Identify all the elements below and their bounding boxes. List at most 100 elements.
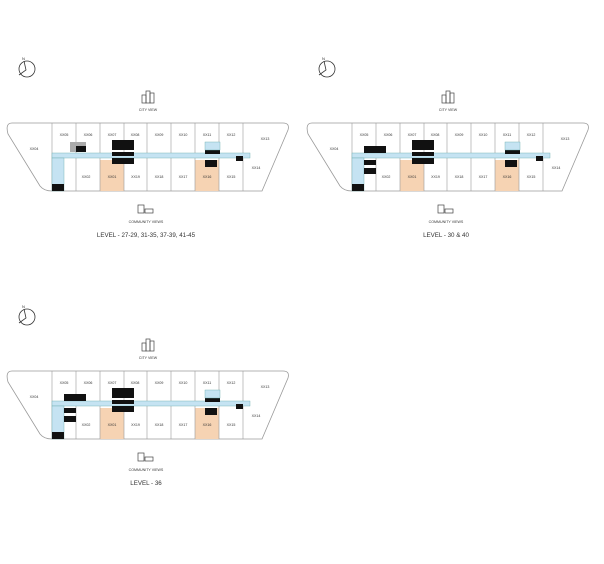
unit-label: XX02 [82, 423, 91, 427]
community-view-icon [437, 204, 454, 214]
elevator-core [505, 150, 520, 154]
unit-label: XX14 [252, 414, 261, 418]
unit-label: XX02 [82, 175, 91, 179]
unit-label: XX12 [527, 133, 536, 137]
city-view-icon [141, 90, 155, 104]
unit-label: XX04 [30, 395, 39, 399]
elevator-core [505, 160, 517, 167]
unit-label: XX13 [561, 137, 570, 141]
elevator-core [112, 388, 134, 398]
community-view-label: COMMUNITY VIEWS [129, 220, 164, 224]
elevator-core [205, 150, 220, 154]
unit-label: XX19 [431, 175, 440, 179]
compass-needle-icon [318, 60, 327, 76]
unit-label: XX14 [252, 166, 261, 170]
elevator-core [64, 408, 76, 413]
elevator-core [412, 140, 434, 150]
city-view-label: CITY VIEW [139, 108, 158, 112]
unit-label: XX13 [261, 385, 270, 389]
unit-label: XX08 [131, 381, 140, 385]
unit-label: XX17 [179, 175, 188, 179]
elevator-core [76, 146, 86, 152]
unit-label: XX12 [227, 381, 236, 385]
elevator-core [112, 400, 134, 404]
compass-icon [18, 308, 36, 326]
community-view-icon [137, 452, 154, 462]
unit-label: XX18 [455, 175, 464, 179]
unit-label: XX06 [384, 133, 393, 137]
unit-label: XX13 [261, 137, 270, 141]
unit-label: XX07 [108, 133, 117, 137]
unit-label: XX18 [155, 423, 164, 427]
unit-label: XX08 [131, 133, 140, 137]
unit-label: XX07 [408, 133, 417, 137]
unit-label: XX05 [60, 133, 69, 137]
city-view-icon [141, 338, 155, 352]
unit-label: XX08 [431, 133, 440, 137]
compass-north-label: N [22, 304, 25, 309]
community-view-label: COMMUNITY VIEWS [129, 468, 164, 472]
community-view-label: COMMUNITY VIEWS [429, 220, 464, 224]
elevator-core [112, 152, 134, 156]
unit-label: XX01 [408, 175, 417, 179]
elevator-core [205, 408, 217, 415]
unit-label: XX06 [84, 133, 93, 137]
unit-label: XX12 [227, 133, 236, 137]
elevator-core [112, 140, 134, 150]
unit-label: XX17 [179, 423, 188, 427]
elevator-core [236, 404, 243, 409]
highlighted-unit [400, 160, 424, 191]
elevator-core [52, 184, 64, 191]
city-view-label: CITY VIEW [139, 356, 158, 360]
unit-label: XX02 [382, 175, 391, 179]
unit-label: XX07 [108, 381, 117, 385]
elevator-core [364, 168, 376, 174]
elevator-core [205, 160, 217, 167]
elevator-core [536, 156, 543, 161]
unit-label: XX04 [330, 147, 339, 151]
unit-label: XX15 [227, 423, 236, 427]
compass-needle-icon [18, 60, 27, 76]
unit-label: XX17 [479, 175, 488, 179]
level-label: LEVEL - 30 & 40 [423, 232, 469, 239]
lobby-area [204, 389, 221, 399]
elevator-core [412, 158, 434, 164]
unit-label: XX05 [60, 381, 69, 385]
unit-label: XX09 [155, 381, 164, 385]
compass-icon [18, 60, 36, 78]
elevator-core [352, 184, 364, 191]
corridor [351, 152, 551, 159]
elevator-core [64, 394, 86, 401]
unit-label: XX18 [155, 175, 164, 179]
compass-needle-icon [18, 308, 27, 324]
unit-label: XX11 [203, 133, 212, 137]
compass-north-label: N [22, 56, 25, 61]
unit-label: XX09 [455, 133, 464, 137]
compass-north-label: N [322, 56, 325, 61]
unit-label: XX05 [360, 133, 369, 137]
floor-plan-levels-30-40: N CITY VIEW COMMUNITY VIEWS LEVEL - 30 & 40… [300, 50, 600, 250]
unit-label: XX16 [203, 423, 212, 427]
elevator-core [112, 406, 134, 412]
unit-label: XX16 [503, 175, 512, 179]
elevator-core [364, 146, 386, 153]
elevator-core [205, 398, 220, 402]
unit-label: XX09 [155, 133, 164, 137]
unit-label: XX14 [552, 166, 561, 170]
unit-label: XX19 [131, 175, 140, 179]
unit-label: XX10 [179, 133, 188, 137]
lobby-area [204, 141, 221, 151]
city-view-label: CITY VIEW [439, 108, 458, 112]
city-view-icon [441, 90, 455, 104]
highlighted-unit [100, 408, 124, 439]
lobby-area [504, 141, 521, 151]
level-label: LEVEL - 36 [130, 480, 162, 487]
elevator-core [412, 152, 434, 156]
unit-label: XX16 [203, 175, 212, 179]
highlighted-unit [100, 160, 124, 191]
elevator-core [64, 416, 76, 422]
compass-icon [318, 60, 336, 78]
unit-label: XX10 [179, 381, 188, 385]
